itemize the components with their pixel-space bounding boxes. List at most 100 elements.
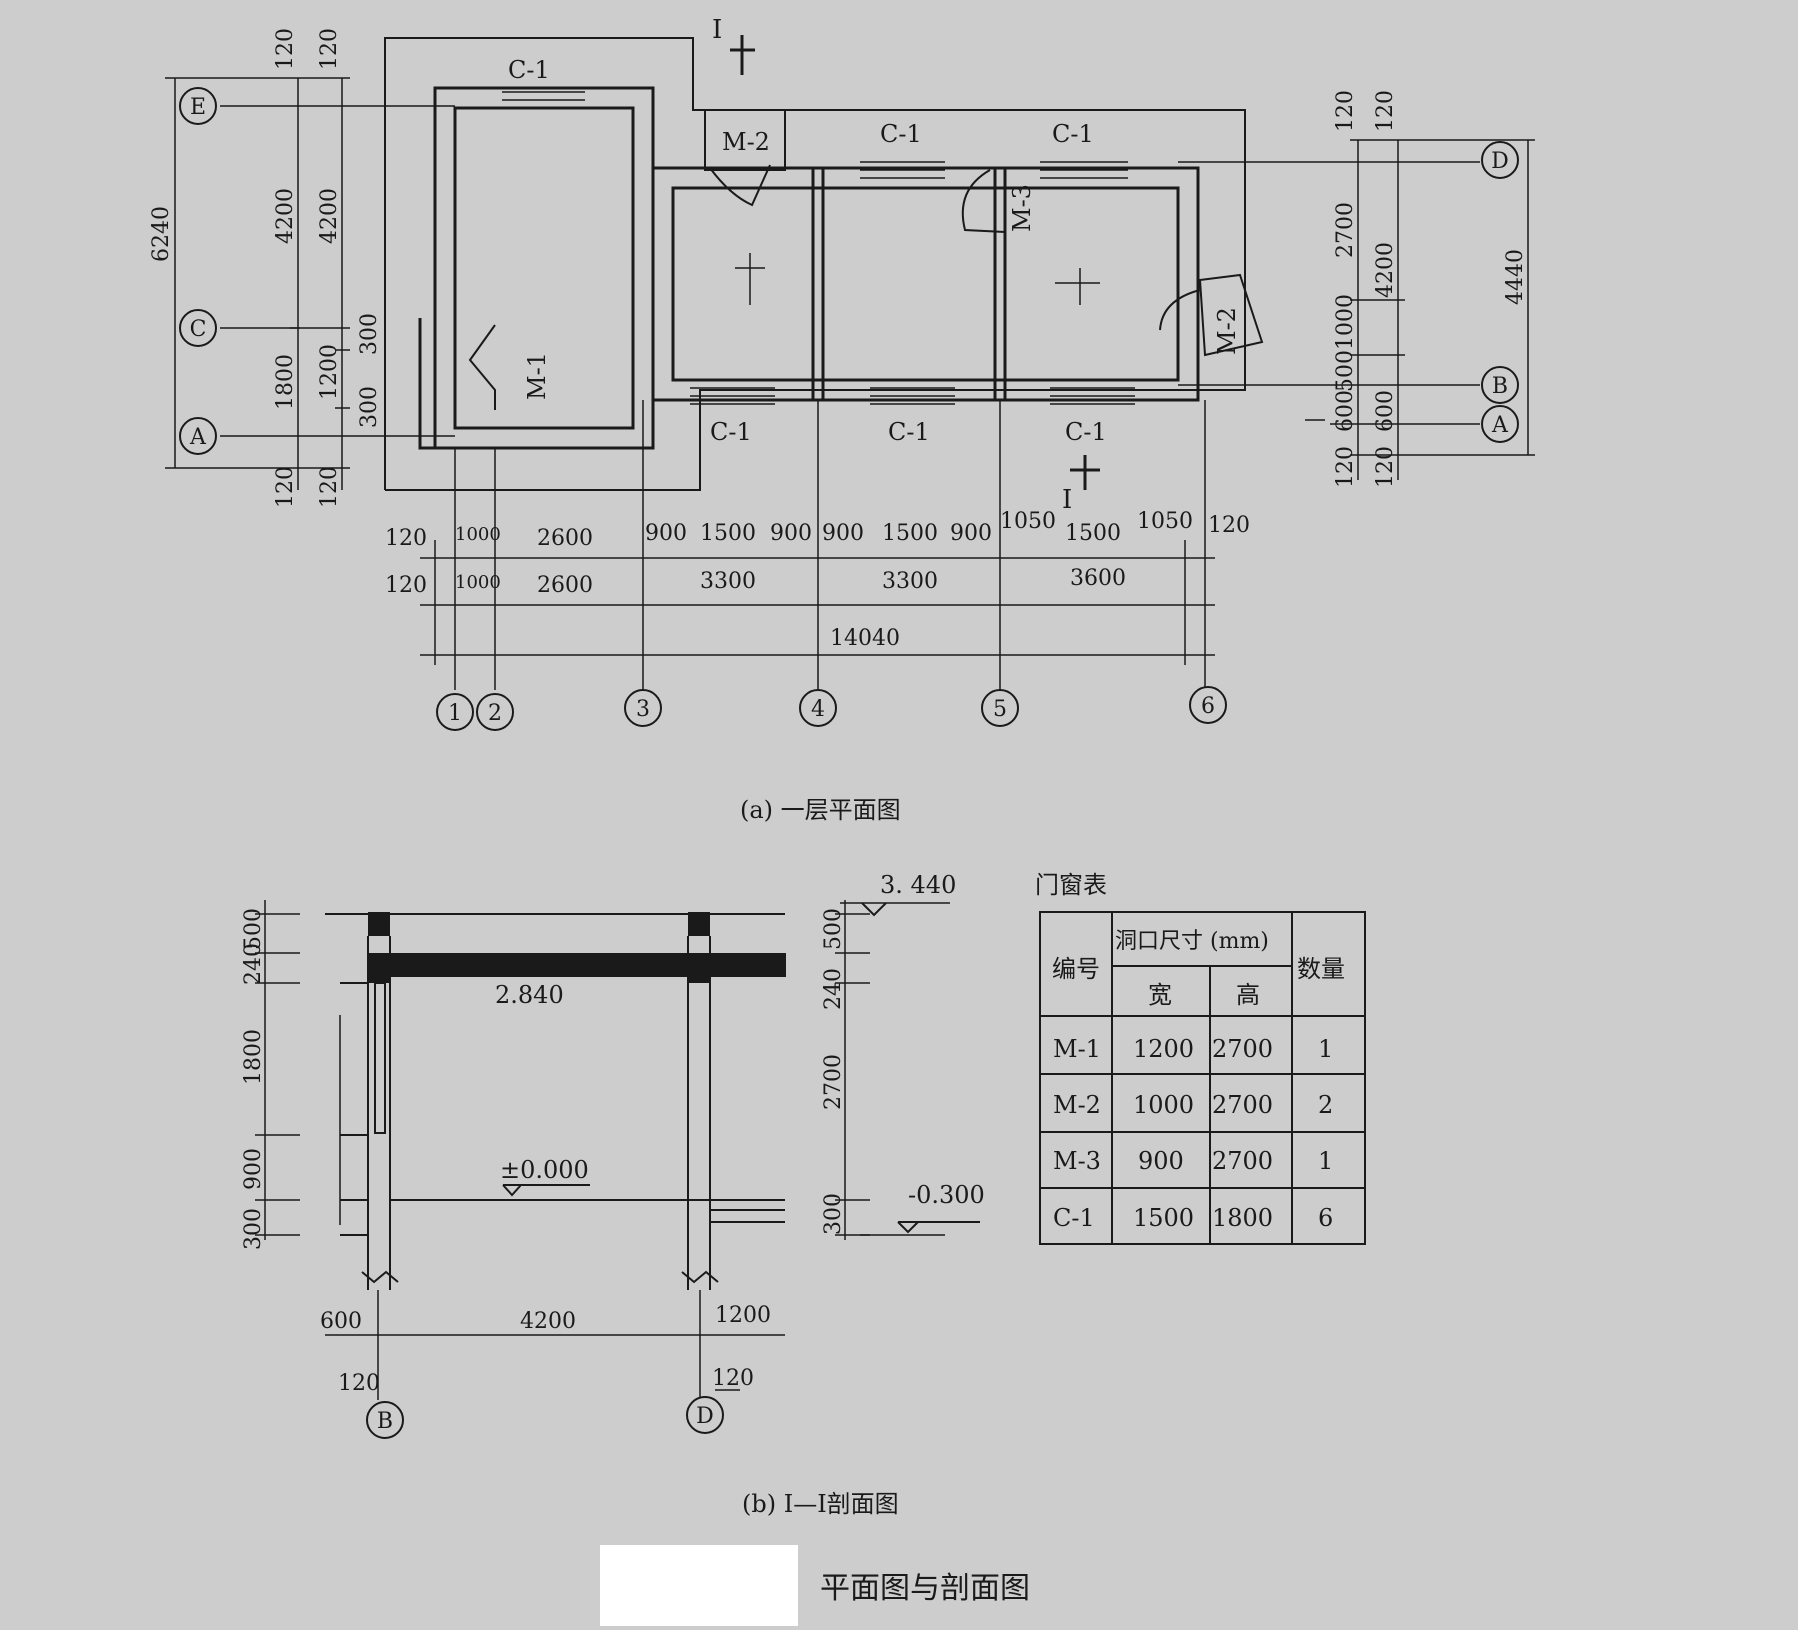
section-right-dims — [835, 900, 950, 1240]
dim-sec-left-300: 300 — [241, 1208, 266, 1250]
window-c1-top-mid — [860, 161, 945, 179]
axis-bubble-C — [179, 309, 217, 347]
axis-label-C: C — [190, 317, 207, 342]
axis-label-E: E — [190, 95, 206, 120]
axis-bubble-B — [1481, 366, 1519, 404]
table-row-3-height: 1800 — [1212, 1204, 1273, 1232]
section-caption: (b) Ⅰ—Ⅰ剖面图 — [742, 1490, 899, 1518]
table-row-0-height: 2700 — [1212, 1035, 1273, 1063]
dim-sec-bottom-4200: 4200 — [520, 1309, 576, 1334]
label-c1-bottom-1: C-1 — [710, 418, 752, 446]
axis-label-2: 2 — [488, 701, 502, 726]
dim-right-inner-600: 600 — [1333, 390, 1358, 432]
window-c1-top-left — [502, 91, 585, 109]
window-c1-bottom-3 — [1050, 387, 1135, 405]
dim-right-mid-4200: 4200 — [1373, 242, 1398, 298]
dim-left-inner-300b: 300 — [357, 386, 382, 428]
dim-bottom-r1-6: 900 — [822, 521, 864, 546]
dim-sec-right-2700: 2700 — [821, 1054, 846, 1110]
right-dimension-lines — [1350, 139, 1535, 480]
section-left-dims — [255, 900, 341, 1240]
dim-sec-left-900: 900 — [241, 1148, 266, 1190]
dim-left-mid-bottom: 120 — [273, 466, 298, 508]
dim-bottom-r2-2: 2600 — [537, 573, 593, 598]
dim-bottom-r1-4: 1500 — [700, 521, 756, 546]
table-grid — [1039, 911, 1366, 1245]
table-row-0-width: 1200 — [1133, 1035, 1194, 1063]
axis-bubble-1 — [436, 693, 474, 731]
plan-caption: (a) 一层平面图 — [740, 796, 901, 824]
dim-right-inner-1000: 1000 — [1333, 294, 1358, 350]
dim-bottom-r1-2: 2600 — [537, 526, 593, 551]
axis-label-D: D — [1491, 149, 1509, 174]
dim-left-inner-1200: 1200 — [317, 344, 342, 400]
axis-label-3: 3 — [636, 697, 650, 722]
dim-right-mid-bottom: 120 — [1373, 446, 1398, 488]
table-row-1-qty: 2 — [1318, 1091, 1333, 1119]
right-block-inner-wall — [671, 186, 1180, 382]
dim-bottom-r1-3: 900 — [645, 521, 687, 546]
table-row-2-height: 2700 — [1212, 1147, 1273, 1175]
axis-bubble-2 — [476, 693, 514, 731]
svg-text:I: I — [1062, 485, 1072, 515]
dim-bottom-r1-12: 120 — [1208, 513, 1250, 538]
section-axis-label-B: B — [377, 1409, 393, 1434]
section-axis-bubble-B — [366, 1401, 404, 1439]
dim-sec-left-500: 500 — [241, 908, 266, 950]
figure-title: 平面图与剖面图 — [820, 1571, 1030, 1606]
dim-bottom-r1-0: 120 — [385, 526, 427, 551]
table-row-0-qty: 1 — [1318, 1035, 1333, 1063]
dim-left-inner-300a: 300 — [357, 313, 382, 355]
door-m2-top-swing — [709, 164, 771, 207]
table-row-3-width: 1500 — [1133, 1204, 1194, 1232]
section-parapet-right — [688, 912, 710, 936]
dim-bottom-r1-10: 1500 — [1065, 521, 1121, 546]
dim-sec-bottom-600: 600 — [320, 1309, 362, 1334]
section-bottom-dims — [325, 1290, 785, 1400]
door-m2-right-swing — [1159, 289, 1201, 331]
axis-bubble-E — [179, 87, 217, 125]
dim-sec-right-240: 240 — [821, 968, 846, 1010]
plan-outline — [384, 37, 1246, 491]
dim-bottom-r2-4: 3300 — [882, 569, 938, 594]
axis-bubble-A-right — [1481, 405, 1519, 443]
label-m2-top: M-2 — [722, 128, 770, 156]
table-title: 门窗表 — [1035, 871, 1107, 899]
door-window-table: 门窗表 编号 洞口尺寸 (mm) 宽 高 数量 M-1 1200 2700 1 … — [1035, 871, 1366, 1245]
section-axis-label-D: D — [696, 1404, 714, 1429]
dim-bottom-r2-3: 3300 — [700, 569, 756, 594]
label-c1-bottom-2: C-1 — [888, 418, 930, 446]
dim-right-inner-2700: 2700 — [1333, 202, 1358, 258]
table-row-2-width: 900 — [1138, 1147, 1184, 1175]
dim-bottom-r2-1: 1000 — [455, 572, 501, 593]
dim-left-mid-1800: 1800 — [273, 354, 298, 410]
dim-right-inner-500: 500 — [1333, 350, 1358, 392]
axis-bubble-5 — [981, 689, 1019, 727]
dim-left-mid-top: 120 — [273, 28, 298, 70]
axis-bubble-3 — [624, 689, 662, 727]
table-header-height: 高 — [1236, 981, 1260, 1009]
label-m1: M-1 — [523, 352, 551, 400]
elev-top: 3. 440 — [880, 871, 956, 899]
elev-ground: -0.300 — [908, 1181, 985, 1209]
svg-text:I: I — [712, 15, 722, 45]
first-floor-plan: C-1 C-1 C-1 C-1 C-1 C-1 M-2 M-1 M-3 M-2 … — [149, 15, 1535, 824]
dim-left-mid-4200: 4200 — [273, 188, 298, 244]
axis-label-B: B — [1492, 374, 1508, 399]
table-header-size: 洞口尺寸 (mm) — [1115, 929, 1269, 954]
dim-right-inner-top: 120 — [1333, 90, 1358, 132]
table-row-2-code: M-3 — [1053, 1147, 1101, 1175]
axis-bubble-4 — [799, 689, 837, 727]
window-c1-bottom-2 — [870, 387, 955, 405]
dim-bottom-r2-0: 120 — [385, 573, 427, 598]
axis-bubble-A-left — [179, 417, 217, 455]
right-block-outer-wall — [651, 166, 1200, 402]
dim-sec-left-240: 240 — [241, 943, 266, 985]
dim-sec-bottom-1200: 1200 — [715, 1303, 771, 1328]
window-c1-top-right — [1040, 161, 1128, 179]
table-row-1-height: 2700 — [1212, 1091, 1273, 1119]
table-row-1-code: M-2 — [1053, 1091, 1101, 1119]
dim-sec-right-500: 500 — [821, 908, 846, 950]
label-c1-top-left: C-1 — [508, 56, 550, 84]
